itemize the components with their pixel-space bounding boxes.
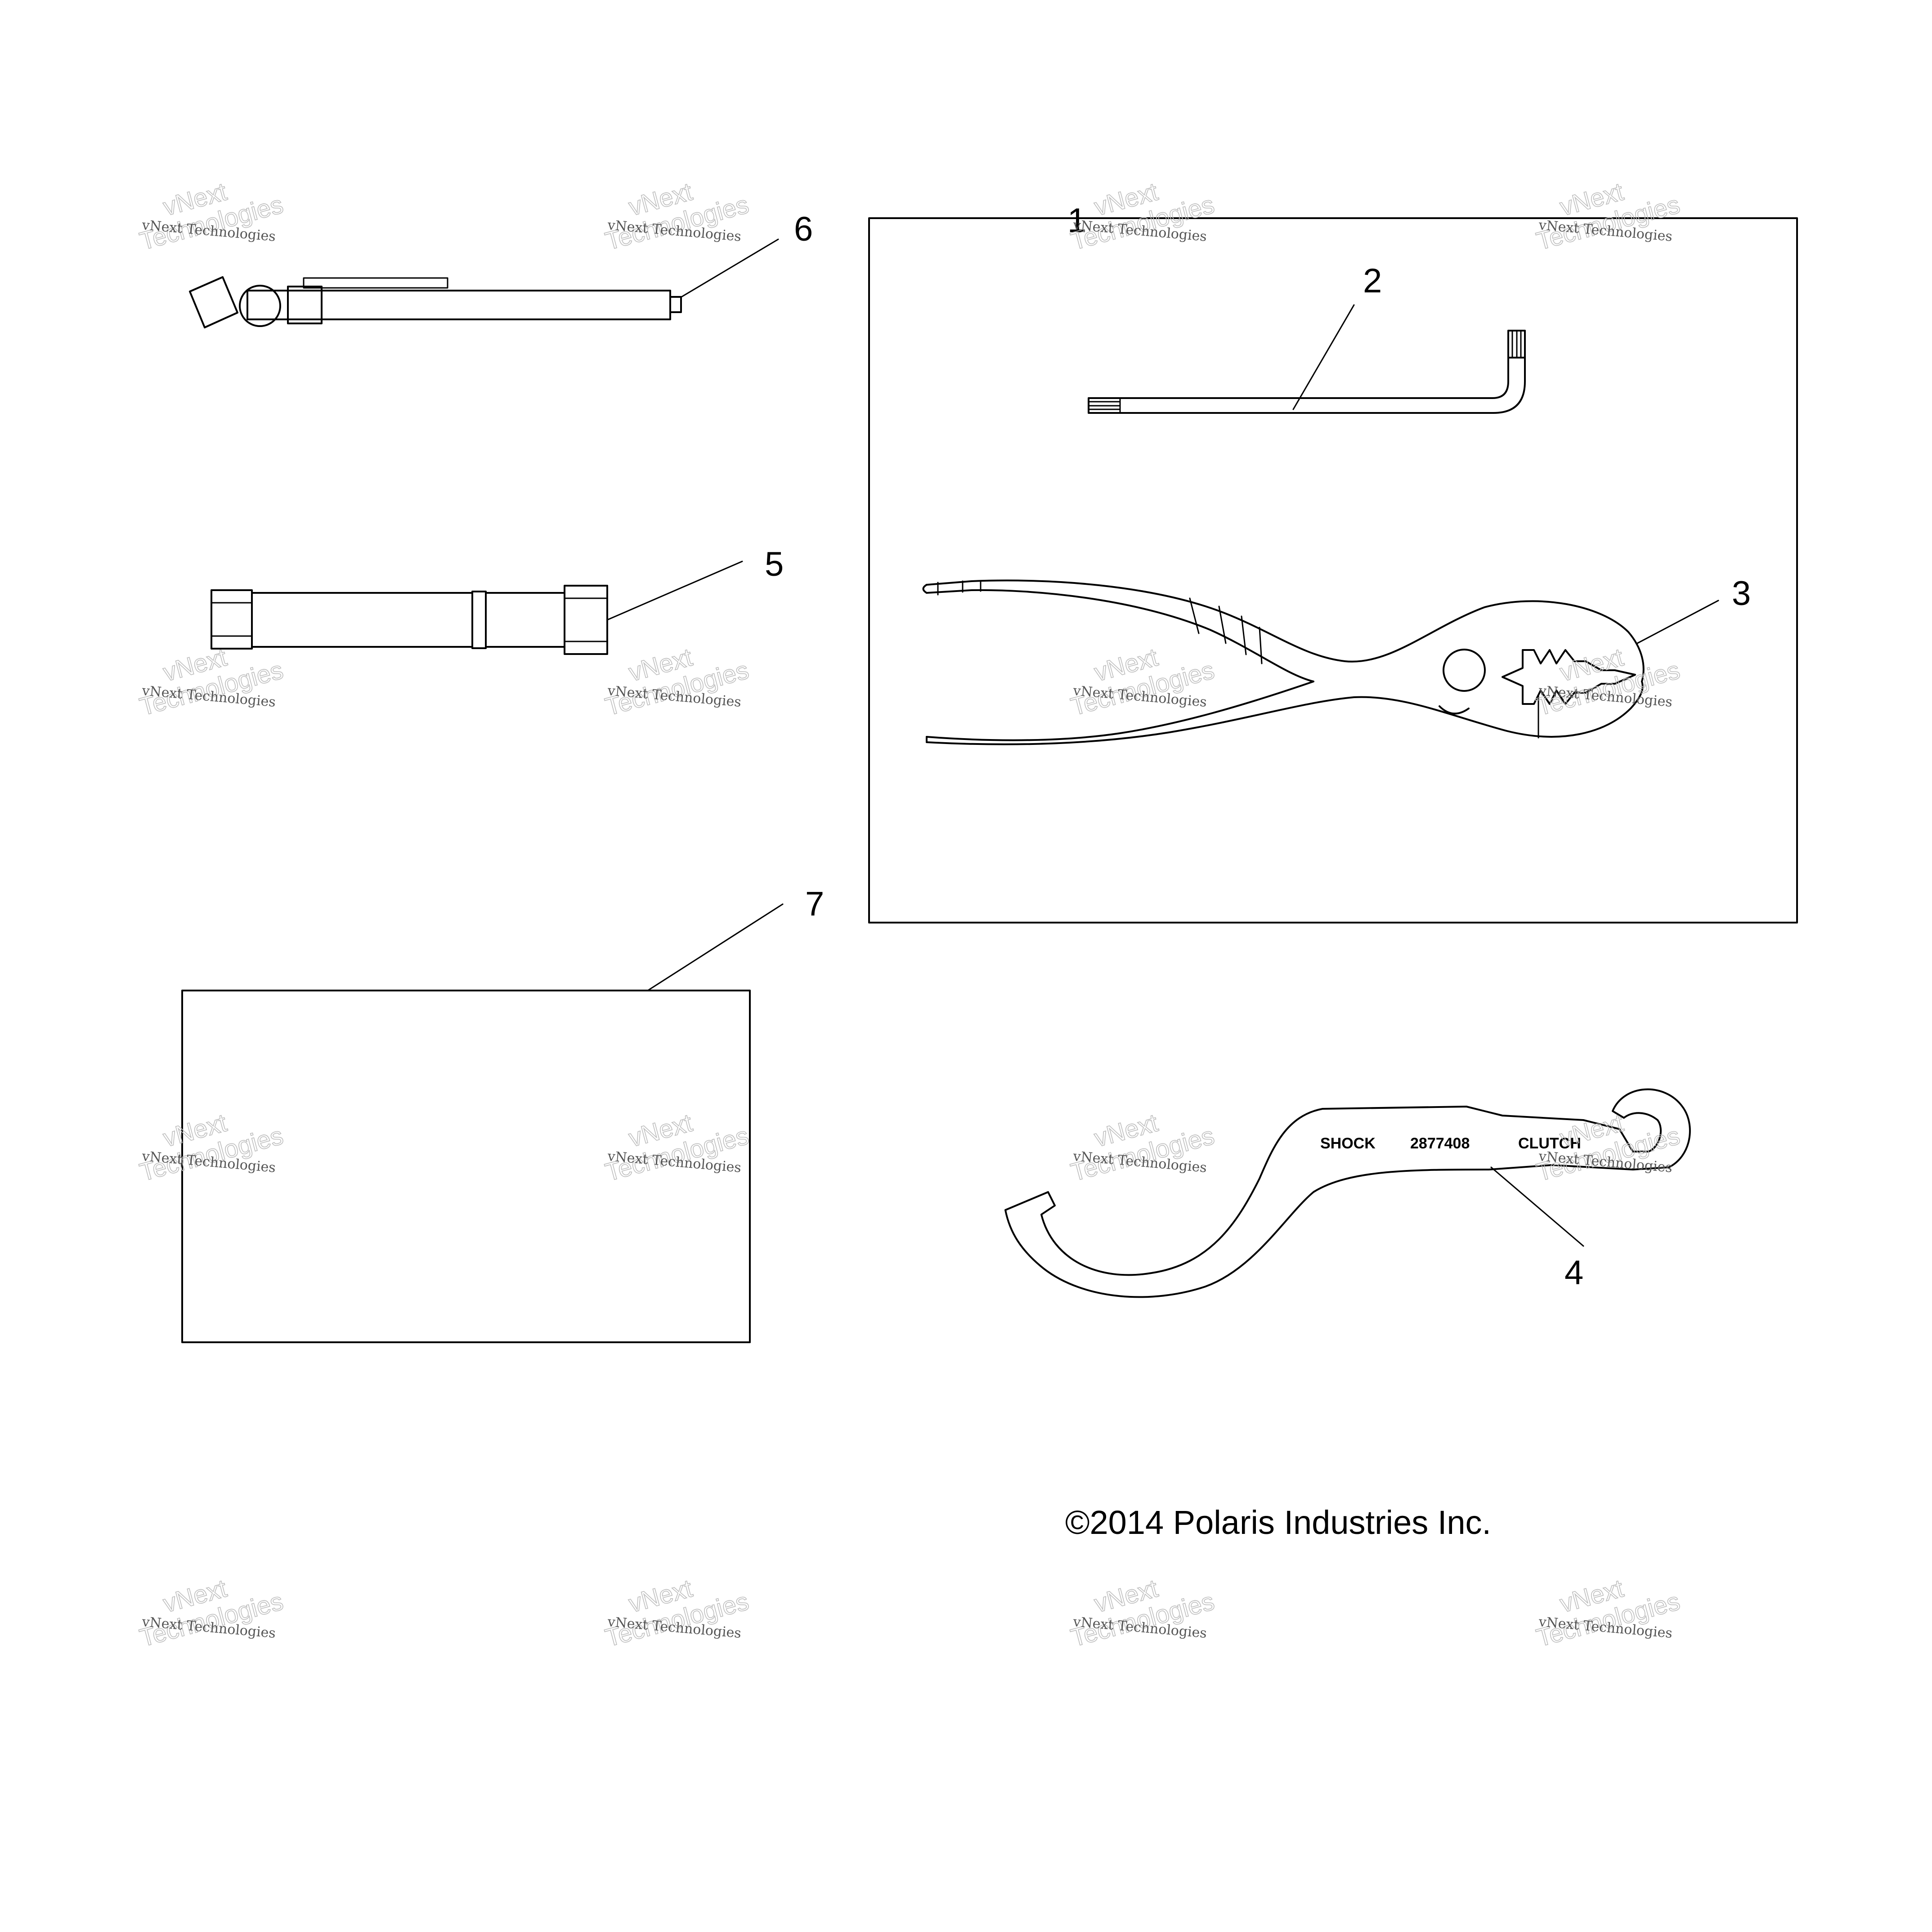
copyright-notice: ©2014 Polaris Industries Inc. [1065,1504,1491,1541]
tire-gauge [189,276,682,328]
pliers [922,579,1645,745]
socket-extension [211,585,608,655]
leader-3 [1636,600,1719,644]
wrench-stamp-shock: SHOCK [1320,1135,1376,1152]
callout-2: 2 [1363,262,1382,300]
wrench-stamp-clutch: CLUTCH [1518,1135,1581,1152]
callout-3: 3 [1732,574,1751,613]
leader-6 [681,238,779,298]
owner-document [181,990,751,1343]
callout-7: 7 [805,885,824,923]
spanner-wrench: SHOCK 2877408 CLUTCH [1004,1088,1691,1298]
leader-5 [606,560,743,621]
leader-4 [1490,1166,1584,1247]
leader-2 [1292,304,1355,410]
callout-5: 5 [765,545,784,583]
leader-7 [647,903,784,991]
callout-1: 1 [1067,202,1086,240]
wrench-stamp-part-number: 2877408 [1410,1135,1470,1152]
callout-6: 6 [794,210,813,248]
kit-box [868,217,1798,923]
hex-key [1088,330,1526,414]
callout-4: 4 [1564,1254,1583,1292]
